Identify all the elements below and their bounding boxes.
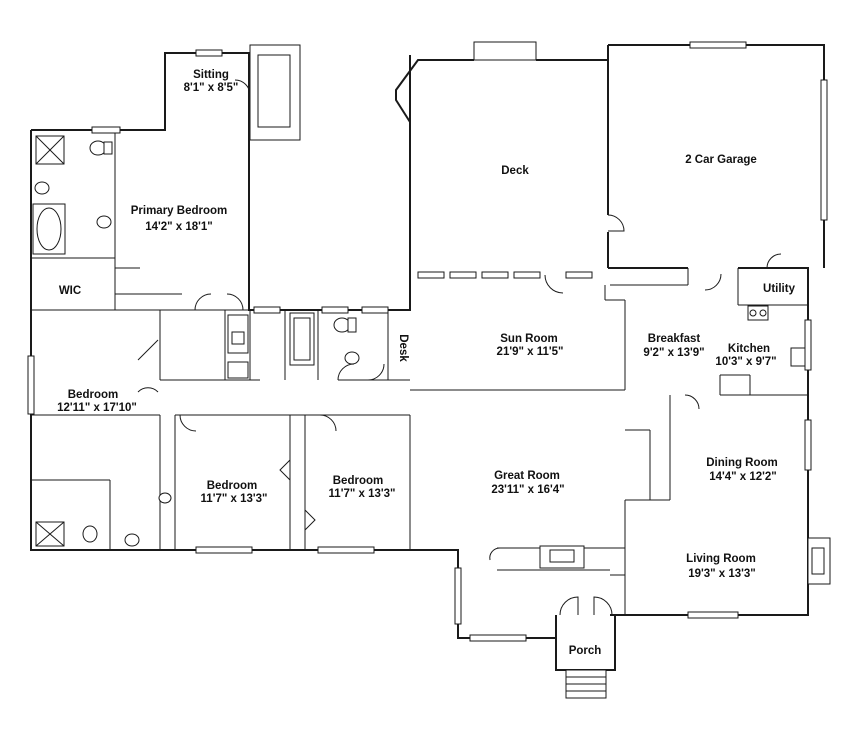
room-dims-bedroom-mid-right: 11'7" x 13'3" [329, 488, 396, 500]
room-name-porch: Porch [569, 645, 602, 657]
room-name-bedroom-mid-right: Bedroom [333, 475, 383, 487]
doors [137, 79, 782, 616]
room-name-breakfast: Breakfast [648, 333, 701, 345]
room-dims-bedroom-mid-left: 11'7" x 13'3" [201, 493, 268, 505]
room-name-deck: Deck [501, 165, 529, 177]
room-name-primary-bedroom: Primary Bedroom [131, 205, 228, 217]
room-dims-primary-bedroom: 14'2" x 18'1" [145, 221, 213, 233]
room-dims-bedroom-west: 12'11" x 17'10" [57, 402, 137, 414]
porch-steps [565, 669, 607, 699]
room-dims-sitting: 8'1" x 8'5" [184, 82, 239, 94]
room-name-garage: 2 Car Garage [685, 154, 757, 166]
room-dims-great-room: 23'11" x 16'4" [491, 484, 564, 496]
room-name-bedroom-mid-left: Bedroom [207, 480, 257, 492]
fireplaces [249, 44, 831, 585]
room-dims-sun-room: 21'9" x 11'5" [497, 346, 564, 358]
room-name-kitchen: Kitchen [728, 343, 770, 355]
room-name-utility: Utility [763, 283, 796, 295]
room-name-wic: WIC [59, 285, 81, 297]
fixtures [32, 135, 806, 547]
interior-walls [31, 100, 808, 615]
room-labels: Sitting 8'1" x 8'5" Primary Bedroom 14'2… [57, 69, 795, 657]
room-dims-kitchen: 10'3" x 9'7" [715, 356, 776, 368]
room-name-sun-room: Sun Room [500, 333, 558, 345]
room-name-dining-room: Dining Room [706, 457, 778, 469]
windows [27, 41, 828, 642]
room-dims-breakfast: 9'2" x 13'9" [643, 347, 704, 359]
room-name-living-room: Living Room [686, 553, 756, 565]
room-name-sitting: Sitting [193, 69, 229, 81]
room-dims-dining-room: 14'4" x 12'2" [709, 471, 777, 483]
room-name-bedroom-west: Bedroom [68, 389, 118, 401]
room-dims-living-room: 19'3" x 13'3" [688, 568, 756, 580]
room-name-great-room: Great Room [494, 470, 560, 482]
room-name-desk: Desk [397, 334, 409, 362]
